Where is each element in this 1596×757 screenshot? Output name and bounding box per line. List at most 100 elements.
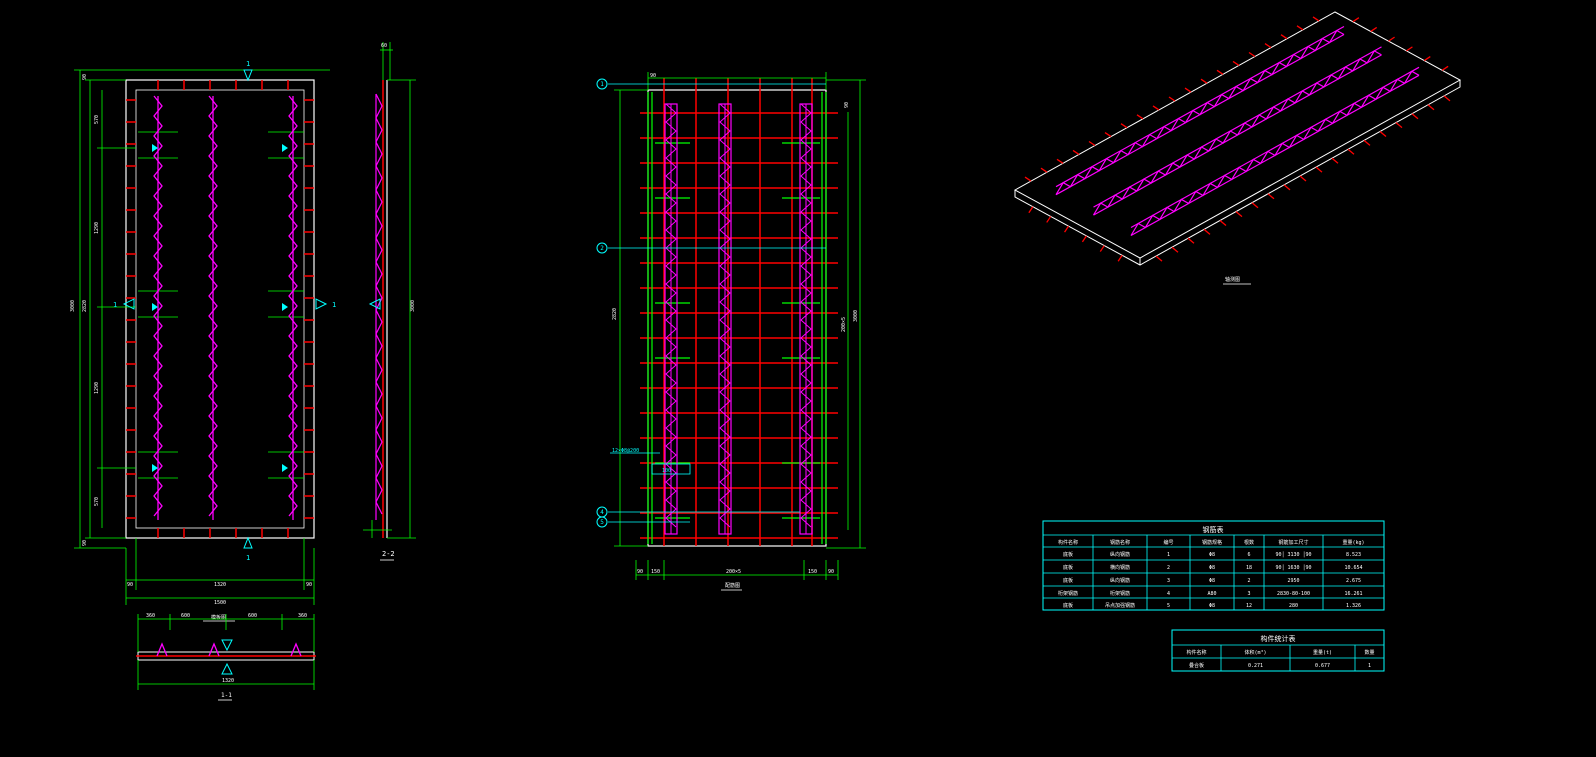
callout-circle-5 — [596, 516, 608, 528]
table-cell: 2830-80-100 — [1277, 591, 1310, 597]
table-cell: Φ8 — [1209, 552, 1215, 558]
side-dim-top: 60 — [381, 43, 387, 49]
dim-seg-2: 1290 — [94, 222, 100, 234]
iso-title: 轴测图 — [1225, 276, 1240, 283]
iso-truss-zigzag — [1092, 50, 1382, 216]
iso-stub — [1216, 69, 1224, 75]
iso-truss-zigzag — [1130, 70, 1420, 236]
rebar-dim-bottom-right: 150 — [808, 569, 817, 575]
iso-stub — [1379, 131, 1387, 137]
iso-truss-zigzag — [1055, 29, 1345, 196]
table-cell: 底板 — [1063, 602, 1073, 609]
iso-stub — [1406, 46, 1413, 52]
rebar-slab-outline — [647, 89, 827, 547]
rebar-note: 12×Φ8@200 — [612, 448, 639, 454]
dim-inner-width: 1320 — [214, 582, 226, 588]
rebar-title: 配筋图 — [725, 582, 740, 589]
iso-stub — [1024, 176, 1032, 182]
iso-truss-chord — [1093, 46, 1382, 208]
iso-stub — [1056, 158, 1064, 164]
table-header-cell: 钢筋名称 — [1110, 539, 1130, 546]
rebar-table-frame — [1042, 520, 1385, 611]
callout-text-5: 5 — [600, 519, 604, 526]
iso-stub — [1296, 25, 1304, 31]
iso-stub — [1423, 56, 1431, 62]
side-section-marker — [368, 298, 381, 310]
dim-total-height: 3000 — [70, 300, 76, 312]
table-cell: 底板 — [1063, 551, 1073, 558]
iso-stub — [1248, 51, 1256, 58]
iso-stub — [1117, 254, 1123, 262]
rebar-dimensions — [614, 72, 866, 580]
iso-stub — [1171, 246, 1179, 253]
truss-zigzag — [288, 95, 298, 517]
dim-seg-bottom: 90 — [82, 540, 88, 546]
plan-dimensions — [74, 69, 330, 605]
iso-stub — [1184, 87, 1192, 93]
concrete-table-frame — [1171, 629, 1385, 672]
iso-stub — [1251, 202, 1259, 209]
table-cell: 4 — [1167, 591, 1170, 597]
iso-stub — [1203, 228, 1211, 235]
rebar-longitudinal-bars — [663, 78, 813, 546]
iso-stub — [1219, 220, 1227, 226]
table-header-cell: 构件名称 — [1058, 539, 1078, 546]
iso-stub — [1064, 225, 1070, 233]
iso-stub — [1028, 206, 1034, 214]
iso-stub — [1388, 36, 1395, 42]
rebar-view: 1 2 4 5 12×Φ8@200 100 2820 200×5 3000 90… — [596, 72, 866, 591]
section-dimensions — [137, 614, 315, 690]
table-header-cell: 构件名称 — [1186, 649, 1206, 656]
table-cell: 2.675 — [1346, 578, 1361, 584]
table-cell: 280 — [1289, 603, 1298, 609]
dim-seg-1: 570 — [94, 115, 100, 124]
plan-rebar-stubs — [126, 80, 314, 538]
callout-circle-1 — [596, 78, 608, 90]
iso-stub — [1443, 95, 1451, 102]
section-dim-d: 360 — [298, 613, 307, 619]
plan-truss-lines — [153, 95, 298, 520]
iso-stub — [1283, 184, 1291, 191]
rebar-dim-bottom-spacing: 200×5 — [726, 569, 741, 575]
dim-right-margin: 90 — [306, 582, 312, 588]
table-cell: 纵向钢筋 — [1110, 577, 1130, 584]
table-cell: 8.523 — [1346, 552, 1361, 558]
iso-stub — [1104, 132, 1112, 138]
dim-total-width: 1500 — [214, 600, 226, 606]
iso-stub — [1120, 123, 1128, 129]
section-dim-a: 360 — [146, 613, 155, 619]
table-cell: 0.271 — [1248, 663, 1263, 669]
truss-zigzag — [208, 95, 218, 517]
plan-inner-outline — [135, 89, 305, 529]
table-cell: 横向钢筋 — [1110, 564, 1130, 571]
iso-stub — [1267, 193, 1275, 200]
plan-outer-outline — [125, 79, 315, 539]
plan-dimension-text: 3000 2820 90 570 1290 1290 570 90 90 132… — [70, 74, 312, 621]
table-cell: 0.677 — [1315, 663, 1330, 669]
table-header-cell: 体积(m³) — [1244, 649, 1266, 656]
iso-stub — [1235, 211, 1243, 218]
truss-zigzag — [153, 95, 163, 517]
section-mark-right: 1 — [332, 301, 336, 309]
iso-view: 轴测图 — [1013, 11, 1462, 285]
table-header-cell: 编号 — [1163, 539, 1173, 546]
table-cell: 桁架钢筋 — [1058, 590, 1078, 597]
dim-seg-3: 1290 — [94, 382, 100, 394]
concrete-table-title: 构件统计表 — [1261, 634, 1296, 643]
iso-stub — [1187, 237, 1195, 244]
iso-stub — [1168, 96, 1176, 102]
iso-stub — [1046, 216, 1052, 223]
plan-section-markers — [122, 69, 328, 549]
table-cell: 90│ 1630 │90 — [1275, 564, 1311, 571]
iso-stub — [1088, 140, 1096, 147]
rebar-dim-total: 3000 — [853, 310, 859, 322]
table-cell: A80 — [1207, 591, 1216, 597]
table-cell: 桁架钢筋 — [1110, 590, 1130, 597]
iso-stub — [1315, 166, 1323, 173]
rebar-dimension-text: 2820 200×5 3000 90 90 90 150 200×5 150 9… — [612, 73, 859, 589]
rebar-dim-bottom-edge-r: 90 — [828, 569, 834, 575]
iso-truss-chord — [1130, 66, 1420, 229]
section-dim-total: 1320 — [222, 678, 234, 684]
